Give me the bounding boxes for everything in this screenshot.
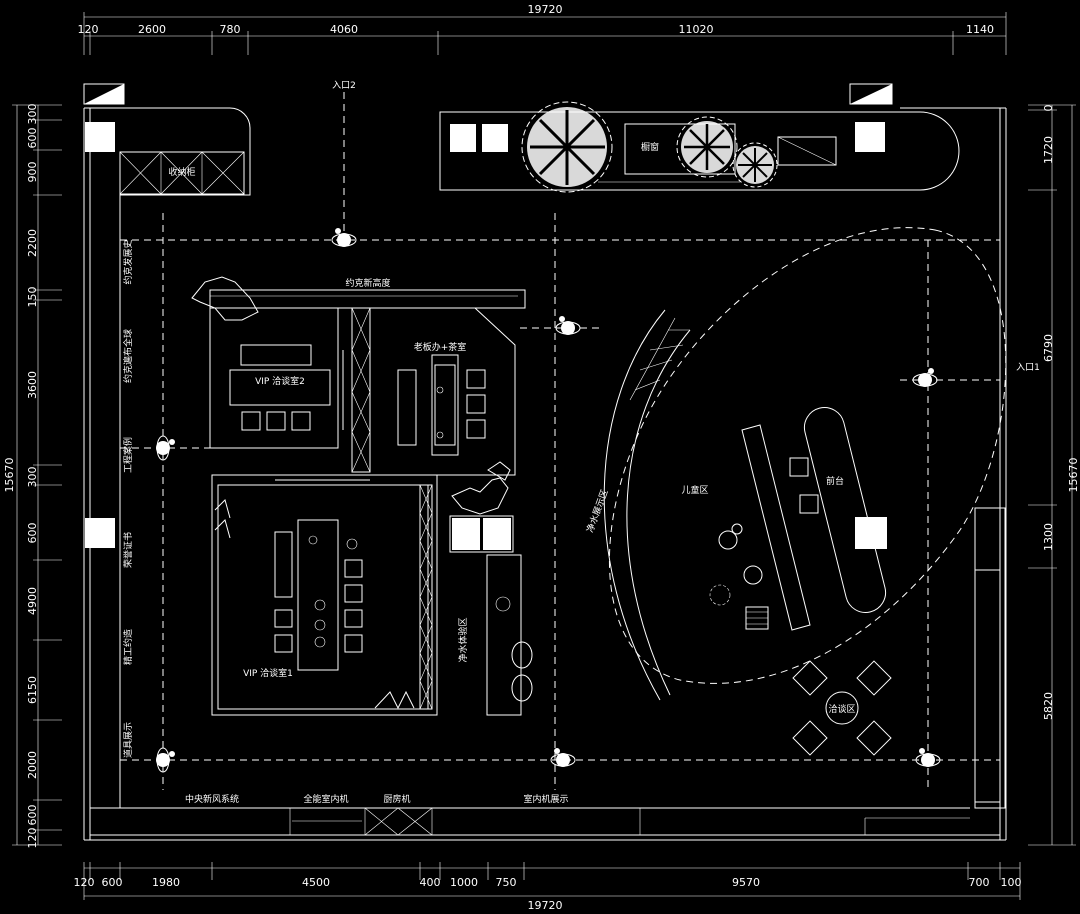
person-icon	[915, 748, 941, 767]
left-dim-5: 150	[26, 287, 39, 308]
bottom-dim-5: 400	[420, 876, 441, 889]
vip-room-1-label: VIP 洽谈室1	[243, 667, 293, 679]
front-desk: 前台	[741, 407, 887, 631]
partition-bracing	[351, 307, 371, 473]
bottom-label-indoor-display: 室内机展示	[523, 793, 568, 805]
left-dim-10: 6150	[26, 676, 39, 704]
bottom-dim-7: 750	[496, 876, 517, 889]
bottom-dimension: 120 600 1980 4500 400 1000 750 9570 700 …	[74, 862, 1022, 912]
bottom-dim-8: 9570	[732, 876, 760, 889]
top-dimension: 19720 120 2600 780 4060 11020 1140	[78, 3, 1007, 55]
vip-room-1: VIP 洽谈室1	[211, 474, 438, 716]
wall-label-certificates: 荣誉证书	[122, 532, 134, 568]
wall-label-projects: 工程案例	[122, 437, 134, 473]
top-dim-4: 4060	[330, 23, 358, 36]
left-dim-9: 4900	[26, 587, 39, 615]
left-dim-7: 300	[26, 467, 39, 488]
water-experience-label: 净水体验区	[457, 617, 469, 662]
toy-icon	[718, 523, 743, 550]
negotiation-area: 洽谈区	[792, 660, 892, 756]
water-display-label: 净水展示区	[584, 488, 611, 534]
toy-icon	[709, 584, 731, 606]
circulation-paths: 入口2 入口1	[120, 80, 1040, 790]
entrance-1-label: 入口1	[1016, 362, 1040, 373]
vip-room-2: VIP 洽谈室2	[209, 307, 344, 449]
bottom-dim-6: 1000	[450, 876, 478, 889]
storage-cabinet-label: 收纳柜	[168, 166, 195, 178]
right-dim-4: 1300	[1042, 523, 1055, 551]
top-dim-3: 780	[220, 23, 241, 36]
storage-cabinet: 收纳柜	[119, 151, 245, 195]
top-dim-1: 120	[78, 23, 99, 36]
left-dim-6: 3600	[26, 371, 39, 399]
top-total-dim: 19720	[528, 3, 563, 16]
water-experience-area: 净水体验区	[449, 515, 533, 716]
bottom-label-kitchen: 厨房机	[383, 793, 410, 805]
wall-label-props: 道具展示	[122, 722, 134, 758]
right-dim-5: 5820	[1042, 692, 1055, 720]
person-icon	[156, 747, 175, 773]
outer-walls	[83, 83, 1007, 841]
top-dim-6: 1140	[966, 23, 994, 36]
bottom-dim-1: 120	[74, 876, 95, 889]
left-dim-1: 300	[26, 104, 39, 125]
person-icon	[912, 368, 938, 387]
bottom-label-fresh-air: 中央新风系统	[185, 793, 239, 805]
top-dim-2: 2600	[138, 23, 166, 36]
negotiation-area-label: 洽谈区	[828, 703, 855, 715]
plant-icon	[521, 101, 613, 193]
right-dim-2: 1720	[1042, 136, 1055, 164]
window-label: 橱窗	[641, 141, 659, 153]
bottom-dim-9: 700	[969, 876, 990, 889]
left-dim-2: 600	[26, 128, 39, 149]
right-dim-3: 6790	[1042, 334, 1055, 362]
right-dimension: 0 1720 6790 1300 5820 15670	[1028, 105, 1080, 846]
wall-display-labels: 约克发展史 约克遍布全球 工程案例 荣誉证书 精工约造 道具展示	[122, 239, 134, 758]
boss-office: 老板办+茶室	[370, 307, 525, 476]
left-dim-12: 600	[26, 805, 39, 826]
left-dim-3: 900	[26, 162, 39, 183]
sculpture-icon	[191, 276, 259, 321]
kids-area-label: 儿童区	[681, 484, 708, 496]
plant-icon	[676, 116, 738, 178]
right-dim-1: 0	[1042, 105, 1055, 112]
bottom-dim-2: 600	[102, 876, 123, 889]
right-total-dim: 15670	[1067, 458, 1080, 493]
wall-label-history: 约克发展史	[122, 239, 134, 284]
boss-office-label: 老板办+茶室	[414, 341, 467, 353]
yoke-height-label: 约克新高度	[345, 277, 390, 289]
shop-window: 橱窗	[439, 101, 960, 193]
bottom-dim-3: 1980	[152, 876, 180, 889]
wall-label-global: 约克遍布全球	[122, 329, 134, 383]
bottom-wall-labels: 中央新风系统 全能室内机 厨房机 室内机展示	[185, 793, 569, 805]
left-total-dim: 15670	[3, 458, 16, 493]
yoke-height-bar: 约克新高度	[209, 277, 526, 309]
person-icon	[156, 435, 175, 461]
wall-label-craft: 精工约造	[122, 629, 134, 665]
person-icon	[550, 748, 576, 767]
left-dim-4: 2200	[26, 229, 39, 257]
plant-icon	[732, 142, 778, 188]
person-icon	[555, 316, 581, 335]
bottom-dim-4: 4500	[302, 876, 330, 889]
water-display-wall: 净水展示区	[584, 309, 691, 701]
front-desk-label: 前台	[826, 475, 844, 487]
left-dim-8: 600	[26, 523, 39, 544]
entrance-2-label: 入口2	[332, 80, 356, 91]
sculpture-icon	[451, 461, 511, 515]
bottom-label-indoor-unit: 全能室内机	[303, 793, 348, 805]
bottom-dim-10: 100	[1001, 876, 1022, 889]
vip-room-2-label: VIP 洽谈室2	[255, 375, 305, 387]
left-dim-11: 2000	[26, 751, 39, 779]
person-icon	[331, 228, 357, 247]
kids-area: 儿童区	[681, 484, 769, 630]
top-dim-5: 11020	[679, 23, 714, 36]
left-dimension: 15670 300 600 900 2200 150 3600 300 600 …	[3, 104, 62, 849]
left-dim-13: 120	[26, 828, 39, 849]
bottom-total-dim: 19720	[528, 899, 563, 912]
